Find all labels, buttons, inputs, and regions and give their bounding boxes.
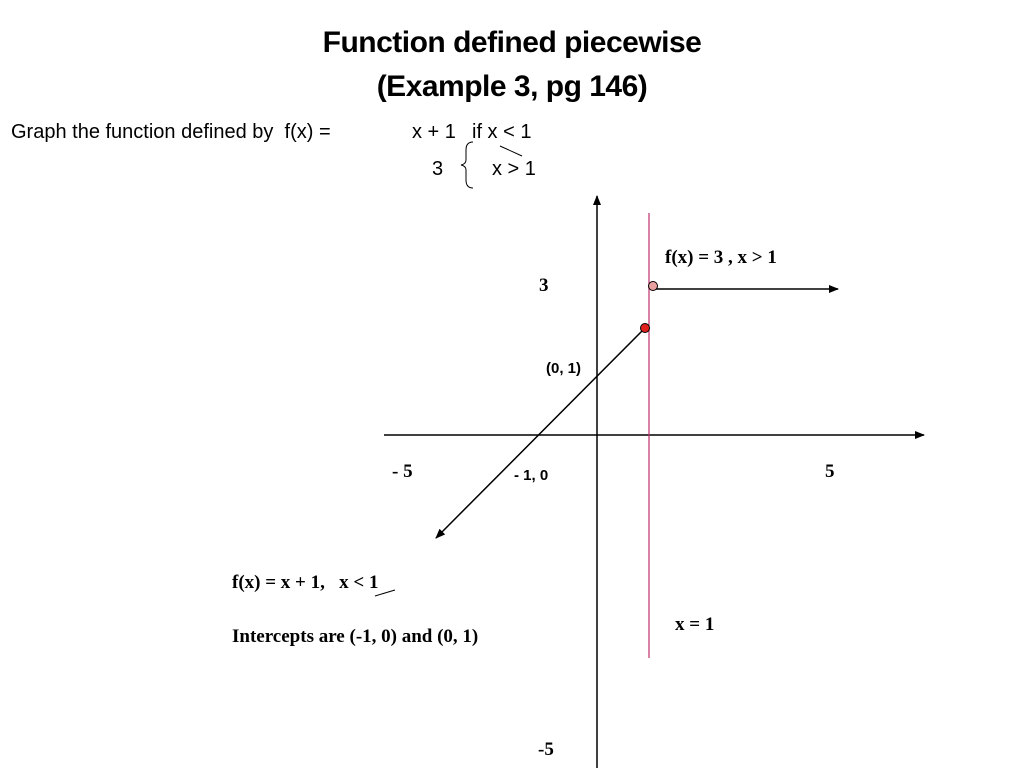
case-2-condition: x > 1: [492, 158, 536, 180]
slide-title-line-1: Function defined piecewise: [322, 26, 702, 59]
y-tick-label-minus-5: -5: [538, 739, 554, 760]
case-1-expression: x + 1: [412, 121, 456, 143]
piecewise-brace-icon: [460, 141, 474, 189]
closed-endpoint-dot: [640, 323, 650, 333]
less-or-equal-underline: [499, 145, 523, 157]
constant-piece-label: f(x) = 3 , x > 1: [665, 247, 777, 268]
prompt-lead-text: Graph the function defined by f(x) =: [11, 121, 331, 143]
x-tick-label-5: 5: [825, 461, 835, 482]
slide-title-line-2: (Example 3, pg 146): [376, 70, 648, 103]
linear-piece-ray: [435, 328, 645, 539]
y-intercept-label: (0, 1): [546, 360, 582, 377]
y-tick-label-3: 3: [539, 275, 549, 296]
linear-piece-label: f(x) = x + 1, x < 1: [232, 572, 379, 593]
case-1-condition: if x < 1: [472, 121, 532, 143]
vertical-line-label: x = 1: [675, 614, 715, 635]
intercepts-label: Intercepts are (-1, 0) and (0, 1): [232, 626, 479, 647]
open-endpoint-dot: [648, 281, 658, 291]
case-2-expression: 3: [432, 158, 444, 180]
less-or-equal-underline-graph: [374, 589, 396, 597]
x-intercept-label: - 1, 0: [514, 467, 549, 484]
x-tick-label-minus-5: - 5: [392, 461, 413, 482]
